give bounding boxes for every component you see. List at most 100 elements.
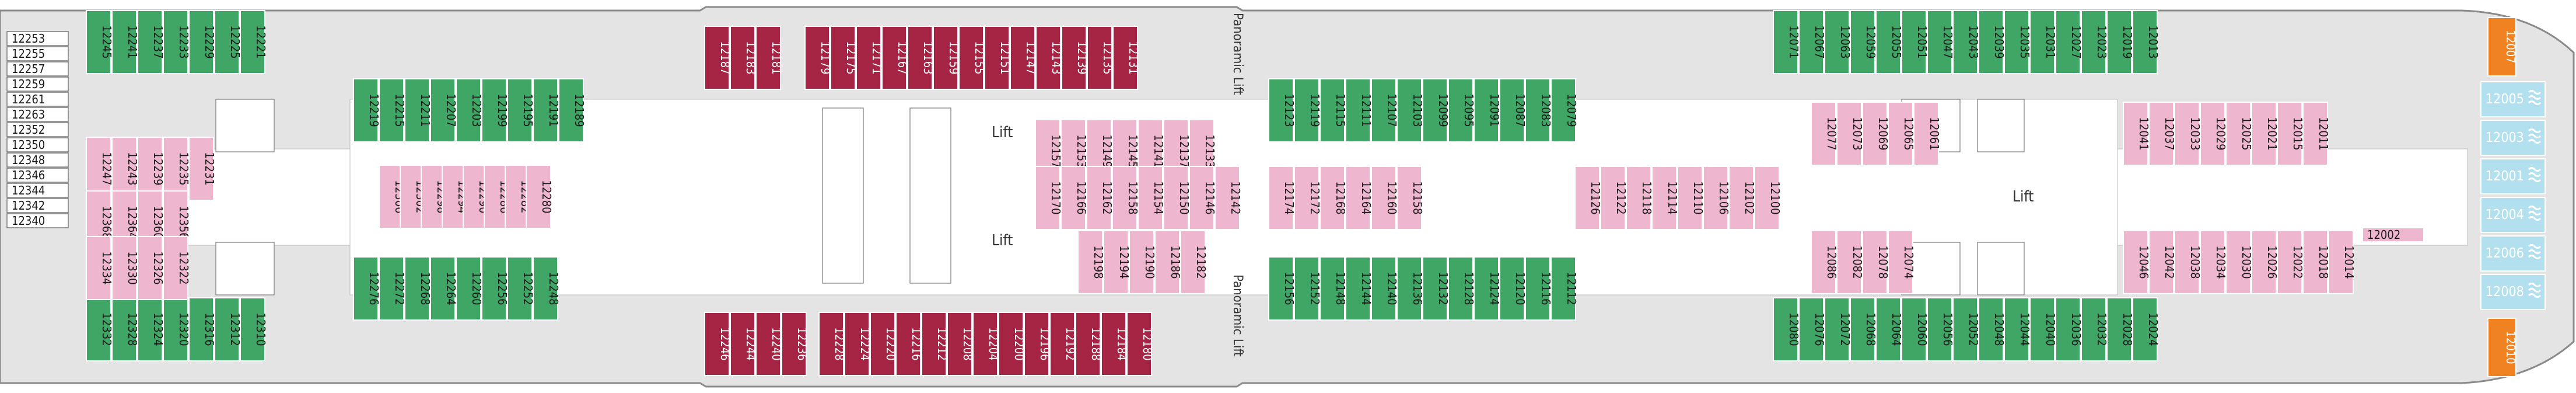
cabin-shape[interactable]	[2174, 230, 2200, 294]
cabin-12152[interactable]: 12152	[1294, 256, 1322, 321]
cabin-12332[interactable]: 12332	[86, 297, 114, 361]
cabin-12132[interactable]: 12132	[1422, 256, 1450, 321]
cabin-shape[interactable]	[1214, 166, 1240, 230]
cabin-shape[interactable]	[2480, 158, 2546, 194]
cabin-12229[interactable]: 12229	[188, 10, 216, 74]
cabin-shape[interactable]	[2200, 102, 2225, 166]
cabin-12208[interactable]: 12208	[947, 312, 975, 376]
cabin-shape[interactable]	[1049, 312, 1075, 376]
cabin-shape[interactable]	[6, 137, 69, 152]
cabin-shape[interactable]	[6, 107, 69, 122]
cabin-shape[interactable]	[2174, 102, 2200, 166]
cabin-shape[interactable]	[998, 312, 1024, 376]
cabin-shape[interactable]	[240, 297, 265, 361]
cabin-12128[interactable]: 12128	[1448, 256, 1476, 321]
cabin-12029[interactable]: 12029	[2200, 102, 2228, 166]
cabin-12142[interactable]: 12142	[1214, 166, 1242, 230]
cabin-12080[interactable]: 12080	[1773, 297, 1801, 361]
cabin-shape[interactable]	[137, 10, 163, 74]
cabin-12342[interactable]: 12342	[6, 198, 69, 213]
cabin-shape[interactable]	[1836, 230, 1862, 294]
cabin-12026[interactable]: 12026	[2251, 230, 2279, 294]
cabin-12116[interactable]: 12116	[1525, 256, 1553, 321]
cabin-12348[interactable]: 12348	[6, 152, 69, 168]
cabin-shape[interactable]	[1952, 297, 1978, 361]
cabin-12002[interactable]: 12002	[2362, 227, 2424, 242]
cabin-12011[interactable]: 12011	[2302, 102, 2330, 166]
cabin-12203[interactable]: 12203	[456, 78, 484, 142]
cabin-shape[interactable]	[1728, 166, 1754, 230]
cabin-12003[interactable]: 12003	[2480, 120, 2546, 156]
cabin-12192[interactable]: 12192	[1049, 312, 1077, 376]
cabin-shape[interactable]	[1499, 78, 1525, 142]
cabin-shape[interactable]	[881, 26, 907, 90]
cabin-12220[interactable]: 12220	[870, 312, 898, 376]
cabin-shape[interactable]	[1626, 166, 1651, 230]
cabin-shape[interactable]	[1850, 297, 1875, 361]
cabin-12079[interactable]: 12079	[1550, 78, 1578, 142]
cabin-shape[interactable]	[2055, 10, 2081, 74]
cabin-12059[interactable]: 12059	[1850, 10, 1878, 74]
cabin-shape[interactable]	[2302, 230, 2328, 294]
cabin-12102[interactable]: 12102	[1728, 166, 1756, 230]
cabin-shape[interactable]	[2225, 230, 2251, 294]
cabin-12264[interactable]: 12264	[430, 256, 458, 321]
cabin-12241[interactable]: 12241	[111, 10, 139, 74]
cabin-12055[interactable]: 12055	[1875, 10, 1903, 74]
cabin-shape[interactable]	[1927, 297, 1952, 361]
cabin-12350[interactable]: 12350	[6, 137, 69, 152]
cabin-12067[interactable]: 12067	[1798, 10, 1826, 74]
cabin-12048[interactable]: 12048	[1978, 297, 2006, 361]
cabin-12030[interactable]: 12030	[2225, 230, 2253, 294]
cabin-12248[interactable]: 12248	[533, 256, 561, 321]
cabin-12122[interactable]: 12122	[1600, 166, 1628, 230]
cabin-12051[interactable]: 12051	[1901, 10, 1929, 74]
cabin-shape[interactable]	[2200, 230, 2225, 294]
cabin-shape[interactable]	[1798, 10, 1824, 74]
cabin-shape[interactable]	[111, 137, 137, 201]
cabin-12001[interactable]: 12001	[2480, 158, 2546, 194]
cabin-shape[interactable]	[2480, 274, 2546, 310]
cabin-12310[interactable]: 12310	[240, 297, 268, 361]
cabin-12280[interactable]: 12280	[526, 165, 554, 229]
cabin-shape[interactable]	[895, 312, 921, 376]
cabin-12259[interactable]: 12259	[6, 76, 69, 92]
cabin-shape[interactable]	[804, 26, 830, 90]
cabin-shape[interactable]	[1035, 26, 1061, 90]
cabin-12083[interactable]: 12083	[1525, 78, 1553, 142]
cabin-shape[interactable]	[856, 26, 881, 90]
cabin-12140[interactable]: 12140	[1371, 256, 1399, 321]
cabin-shape[interactable]	[2328, 230, 2354, 294]
cabin-12225[interactable]: 12225	[214, 10, 242, 74]
cabin-12324[interactable]: 12324	[137, 297, 165, 361]
cabin-12008[interactable]: 12008	[2480, 274, 2546, 310]
cabin-12056[interactable]: 12056	[1927, 297, 1955, 361]
cabin-shape[interactable]	[379, 78, 404, 142]
cabin-shape[interactable]	[1371, 166, 1396, 230]
cabin-shape[interactable]	[1320, 78, 1345, 142]
cabin-shape[interactable]	[1396, 256, 1422, 321]
cabin-12018[interactable]: 12018	[2302, 230, 2330, 294]
cabin-shape[interactable]	[2480, 81, 2546, 117]
cabin-shape[interactable]	[404, 256, 430, 321]
cabin-12112[interactable]: 12112	[1550, 256, 1578, 321]
cabin-12200[interactable]: 12200	[998, 312, 1026, 376]
cabin-shape[interactable]	[1499, 256, 1525, 321]
cabin-12247[interactable]: 12247	[86, 137, 114, 201]
cabin-12074[interactable]: 12074	[1888, 230, 1916, 294]
cabin-12150[interactable]: 12150	[1163, 166, 1191, 230]
cabin-12037[interactable]: 12037	[2148, 102, 2176, 166]
cabin-12063[interactable]: 12063	[1824, 10, 1852, 74]
cabin-shape[interactable]	[6, 122, 69, 137]
cabin-shape[interactable]	[430, 256, 456, 321]
cabin-shape[interactable]	[1651, 166, 1677, 230]
cabin-shape[interactable]	[1268, 166, 1294, 230]
cabin-shape[interactable]	[1888, 102, 1913, 166]
cabin-12091[interactable]: 12091	[1474, 78, 1502, 142]
cabin-shape[interactable]	[1824, 297, 1850, 361]
cabin-shape[interactable]	[1371, 256, 1396, 321]
cabin-12239[interactable]: 12239	[137, 137, 165, 201]
cabin-shape[interactable]	[1112, 166, 1138, 230]
cabin-12155[interactable]: 12155	[958, 26, 986, 90]
cabin-12147[interactable]: 12147	[1010, 26, 1038, 90]
